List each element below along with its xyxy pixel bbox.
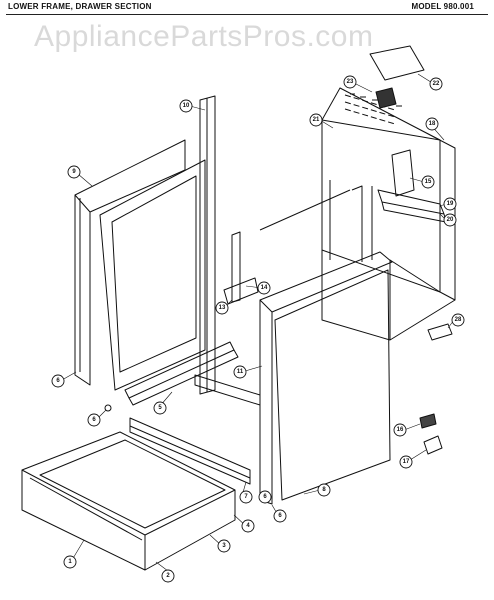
callout-label: 23 bbox=[347, 79, 354, 85]
callout-label: 6 bbox=[56, 378, 60, 384]
callout-19 bbox=[443, 197, 457, 211]
callout-18 bbox=[425, 117, 439, 131]
callout-label: 21 bbox=[313, 117, 320, 123]
callout-label: 20 bbox=[447, 217, 454, 223]
callout-7 bbox=[239, 490, 253, 504]
cabinet-side bbox=[321, 250, 456, 341]
callout-label: 6 bbox=[263, 494, 267, 500]
callout-label: 18 bbox=[429, 121, 436, 127]
frame-post-left bbox=[199, 95, 216, 395]
drawer-slide bbox=[129, 417, 251, 479]
callout-22 bbox=[429, 77, 443, 91]
callout-20 bbox=[443, 213, 457, 227]
callout-1 bbox=[63, 555, 77, 569]
center-post bbox=[231, 231, 241, 303]
model-number: MODEL 980.001 bbox=[411, 2, 474, 11]
callout-label: 14 bbox=[261, 285, 268, 291]
callout-label: 11 bbox=[237, 369, 244, 375]
callout-label: 19 bbox=[447, 201, 454, 207]
inner-frame bbox=[99, 159, 206, 391]
callout-3 bbox=[217, 539, 231, 553]
callout-23 bbox=[343, 75, 357, 89]
lower-cross-rail bbox=[194, 374, 261, 406]
label-plate bbox=[369, 45, 425, 81]
callout-28 bbox=[451, 313, 465, 327]
callout-label: 1 bbox=[68, 559, 72, 565]
front-frame-right bbox=[259, 251, 393, 313]
rear-panel-top bbox=[321, 87, 341, 121]
callout-label: 8 bbox=[322, 487, 326, 493]
header-rule bbox=[6, 14, 488, 15]
rear-panel bbox=[339, 87, 456, 301]
callout-label: 9 bbox=[72, 169, 76, 175]
callout-label: 22 bbox=[433, 81, 440, 87]
callout-10 bbox=[179, 99, 193, 113]
callout-label: 17 bbox=[403, 459, 410, 465]
side-cover-panel bbox=[274, 269, 391, 501]
section-title: LOWER FRAME, DRAWER SECTION bbox=[8, 2, 152, 11]
callout-4 bbox=[241, 519, 255, 533]
callout-label: 4 bbox=[246, 523, 250, 529]
callout-label: 6 bbox=[278, 513, 282, 519]
watermark: AppliancePartsPros.com bbox=[34, 20, 374, 53]
callout-21 bbox=[309, 113, 323, 127]
callout-label: 13 bbox=[219, 305, 226, 311]
callout-14 bbox=[257, 281, 271, 295]
callout-2 bbox=[161, 569, 175, 583]
callout-label: 5 bbox=[158, 405, 162, 411]
callout-11 bbox=[233, 365, 247, 379]
callout-13 bbox=[215, 301, 229, 315]
callout-5 bbox=[153, 401, 167, 415]
small-plate bbox=[375, 87, 397, 109]
callout-16 bbox=[393, 423, 407, 437]
bracket bbox=[391, 149, 415, 197]
screw-6 bbox=[104, 404, 112, 412]
callout-6c bbox=[258, 490, 272, 504]
callout-6d bbox=[273, 509, 287, 523]
callout-6 bbox=[51, 374, 65, 388]
callout-label: 15 bbox=[425, 179, 432, 185]
callout-label: 28 bbox=[455, 317, 462, 323]
callout-label: 2 bbox=[166, 573, 170, 579]
callout-6b bbox=[87, 413, 101, 427]
callout-label: 7 bbox=[244, 494, 248, 500]
clip-17 bbox=[423, 435, 443, 455]
callout-label: 10 bbox=[183, 103, 190, 109]
cabinet-floor bbox=[389, 259, 441, 340]
callout-15 bbox=[421, 175, 435, 189]
drawer-front bbox=[21, 470, 146, 571]
callout-17 bbox=[399, 455, 413, 469]
callout-8 bbox=[317, 483, 331, 497]
side-frame bbox=[74, 139, 186, 213]
slide-rail-left bbox=[124, 341, 235, 399]
part-28 bbox=[427, 323, 453, 341]
callout-9 bbox=[67, 165, 81, 179]
callout-label: 6 bbox=[92, 417, 96, 423]
callout-label: 16 bbox=[397, 427, 404, 433]
drawer-side bbox=[144, 490, 236, 571]
bracket-16 bbox=[419, 413, 437, 429]
callout-label: 3 bbox=[222, 543, 226, 549]
